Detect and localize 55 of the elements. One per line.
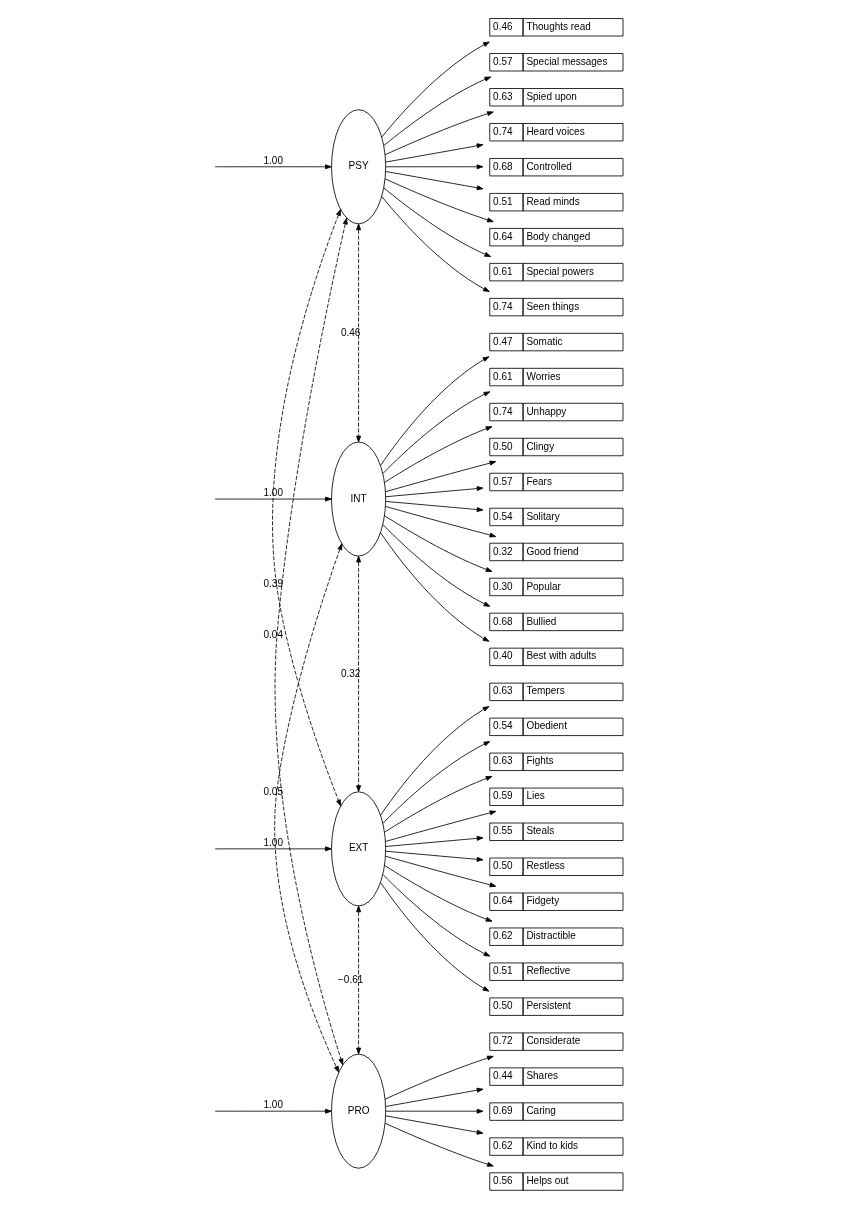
arrow — [214, 496, 332, 502]
arrow — [384, 1055, 494, 1100]
arrow — [382, 76, 491, 147]
arrow — [382, 187, 491, 257]
arrow — [381, 41, 490, 138]
arrow — [384, 501, 483, 512]
arrow — [271, 209, 341, 807]
arrow — [383, 426, 492, 483]
arrow — [214, 1108, 332, 1114]
arrow — [384, 486, 483, 498]
edge-label: 1.00 — [263, 487, 283, 499]
arrow — [384, 1122, 494, 1167]
edge-label: 1.00 — [263, 837, 283, 849]
arrow — [384, 143, 483, 163]
arrow — [379, 356, 489, 466]
arrow — [355, 905, 361, 1055]
arrow — [384, 850, 483, 862]
arrow — [384, 111, 494, 156]
arrow — [382, 874, 490, 957]
arrow — [274, 217, 348, 1066]
arrow — [379, 532, 489, 642]
node-ellipse: EXT — [330, 791, 386, 907]
arrow — [384, 171, 483, 191]
arrow — [384, 506, 496, 538]
arrow — [383, 865, 492, 922]
arrow — [382, 524, 490, 607]
arrow — [214, 846, 332, 852]
edge-label: −0.61 — [337, 973, 363, 985]
edge-label: 1.00 — [263, 1099, 283, 1111]
arrow — [384, 1115, 483, 1135]
arrow — [382, 741, 490, 824]
arrow — [355, 555, 361, 792]
arrow — [384, 164, 483, 170]
arrow — [384, 178, 494, 223]
edge-label: 0.32 — [340, 667, 360, 679]
arrow — [381, 196, 490, 292]
arrow — [214, 164, 332, 170]
arrow — [383, 515, 492, 572]
arrow — [379, 706, 489, 816]
arrow — [384, 460, 496, 493]
arrow — [384, 810, 496, 842]
edge-label: 1.00 — [263, 154, 283, 166]
arrow — [379, 882, 489, 992]
edge-label: 0.04 — [263, 629, 283, 641]
edge-label: 0.46 — [340, 326, 360, 338]
arrow — [384, 835, 483, 847]
arrow — [382, 391, 490, 474]
arrow — [384, 1108, 483, 1114]
arrow — [383, 776, 492, 833]
arrow — [273, 543, 342, 1073]
node-ellipse: INT — [330, 441, 386, 557]
edge-label: 0.39 — [263, 578, 283, 590]
arrow — [355, 223, 361, 443]
arrow — [384, 1087, 483, 1107]
arrow — [384, 855, 496, 888]
